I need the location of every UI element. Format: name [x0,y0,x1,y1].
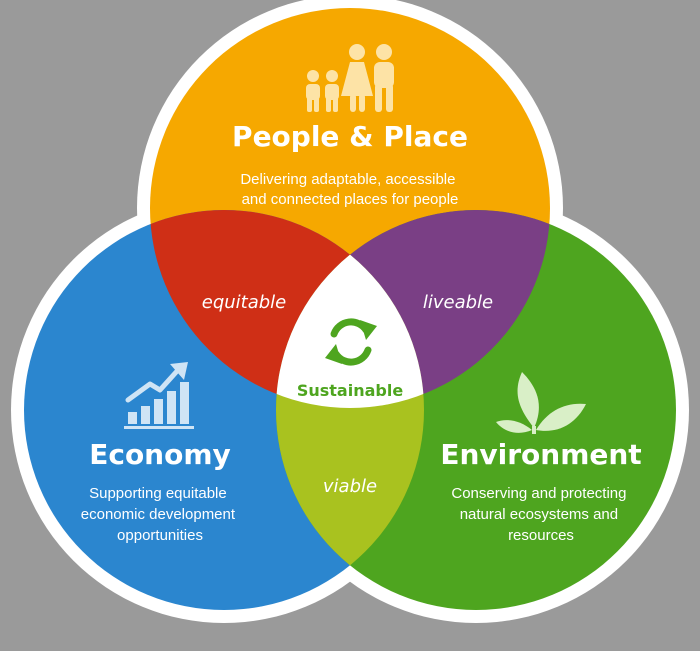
family-icon [306,44,394,112]
people-place-title: People & Place [232,120,468,153]
environment-desc-line: natural ecosystems and [460,506,618,523]
recycle-arrowheads [325,320,377,364]
economy-desc-line: Supporting equitable [89,485,227,502]
environment-desc: Conserving and protecting natural ecosys… [451,485,630,544]
equitable-label: equitable [202,292,287,313]
people-place-desc-line: Delivering adaptable, accessible [240,171,455,188]
economy-title: Economy [89,438,231,471]
people-place-desc-line: and connected places for people [242,191,459,208]
sustainable-center [276,210,424,408]
sustainable-label: Sustainable [297,381,403,400]
environment-title: Environment [440,438,641,471]
viable-label: viable [323,476,377,497]
economy-desc-line: economic development [81,506,236,523]
leaf-icon [496,372,586,434]
liveable-label: liveable [423,292,493,313]
environment-desc-line: Conserving and protecting [451,485,626,502]
growth-chart-icon [124,362,194,429]
environment-desc-line: resources [508,527,574,544]
people-place-desc: Delivering adaptable, accessible and con… [240,171,459,208]
economy-desc: Supporting equitable economic developmen… [81,485,239,544]
economy-desc-line: opportunities [117,527,203,544]
